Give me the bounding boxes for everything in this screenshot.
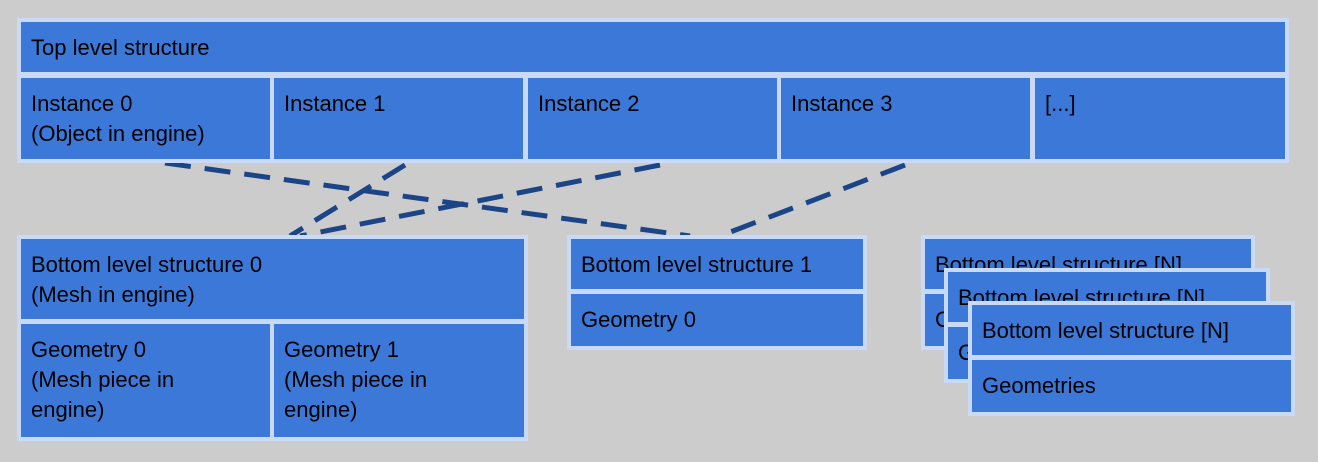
blas-0-geometry-0: Geometry 0 (Mesh piece in engine)	[17, 320, 274, 441]
blas-0-geometry-1: Geometry 1 (Mesh piece in engine)	[270, 320, 528, 441]
connector-instance-2-to-blas-0	[299, 162, 661, 239]
connector-instance-1-to-blas-0	[288, 162, 407, 239]
connector-instance-0-to-blas-1	[164, 160, 691, 239]
blas-1-geometry-0: Geometry 0	[567, 290, 867, 350]
instance-1-box: Instance 1	[270, 74, 527, 163]
instance-2-box: Instance 2	[524, 74, 781, 163]
blas-n-front-geometries: Geometries	[968, 356, 1295, 416]
instance-3-box: Instance 3	[777, 74, 1034, 163]
blas-0-header: Bottom level structure 0 (Mesh in engine…	[17, 235, 528, 323]
top-level-structure-header: Top level structure	[17, 18, 1289, 76]
instance-more-box: [...]	[1031, 74, 1289, 163]
instance-0-box: Instance 0 (Object in engine)	[17, 74, 274, 163]
blas-n-front-header: Bottom level structure [N]	[968, 301, 1295, 359]
blas-1-header: Bottom level structure 1	[567, 235, 867, 293]
connector-instance-3-to-blas-1	[719, 162, 906, 239]
